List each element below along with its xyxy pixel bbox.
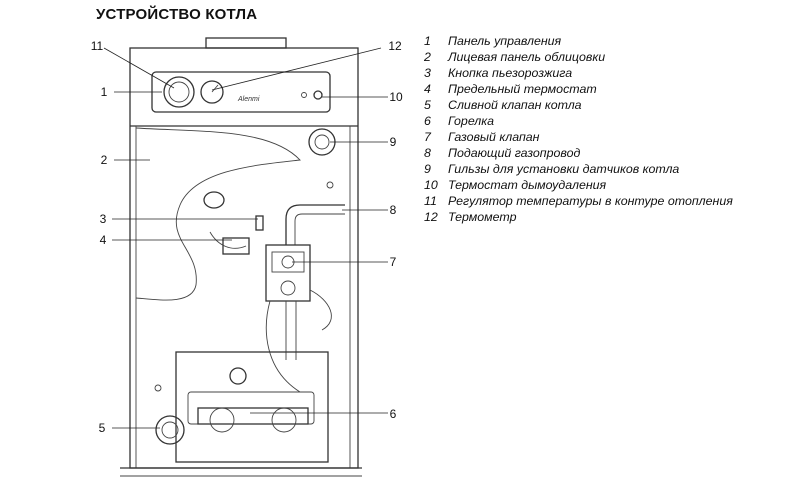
limit-thermostat [222, 237, 250, 255]
callout-6: 6 [390, 407, 397, 421]
gas-valve [265, 244, 332, 393]
leader-lines [103, 47, 388, 429]
legend-text: Регулятор температуры в контуре отоплени… [448, 194, 733, 208]
legend-number: 3 [424, 66, 431, 80]
callout-3: 3 [100, 212, 107, 226]
legend-number: 11 [424, 194, 437, 208]
legend-item: 9 Гильзы для установки датчиков котла [424, 161, 748, 177]
callout-12: 12 [388, 39, 402, 53]
legend-item: 3 Кнопка пьезорозжига [424, 65, 748, 81]
brand-logo: Alenmi [237, 96, 260, 103]
legend-item: 2 Лицевая панель облицовки [424, 49, 748, 65]
legend-item: 1 Панель управления [424, 33, 748, 49]
callout-7: 7 [390, 255, 397, 269]
legend-text: Горелка [448, 114, 495, 128]
diagram-title: УСТРОЙСТВО КОТЛА [96, 6, 258, 23]
legend-number: 5 [424, 98, 431, 112]
boiler-body [120, 37, 362, 477]
legend-item: 6 Горелка [424, 113, 748, 129]
legend-item: 12 Термометр [424, 209, 748, 225]
legend-item: 5 Сливной клапан котла [424, 97, 748, 113]
legend-number: 9 [424, 162, 431, 176]
callout-1: 1 [101, 85, 108, 99]
legend-text: Подающий газопровод [448, 146, 581, 160]
callout-9: 9 [390, 135, 397, 149]
callout-5: 5 [99, 421, 106, 435]
callout-4: 4 [100, 233, 107, 247]
sensor-sleeves [308, 128, 336, 189]
legend-number: 12 [424, 210, 438, 224]
legend-item: 4 Предельный термостат [424, 81, 748, 97]
callout-8: 8 [390, 203, 397, 217]
legend-text: Термостат дымоудаления [448, 178, 607, 192]
legend-text: Газовый клапан [448, 130, 540, 144]
legend-text: Гильзы для установки датчиков котла [448, 162, 680, 176]
legend-number: 8 [424, 146, 431, 160]
legend-text: Термометр [448, 210, 517, 224]
legend-number: 2 [424, 50, 431, 64]
callout-11: 11 [91, 39, 104, 53]
legend-number: 7 [424, 130, 431, 144]
legend-number: 1 [424, 34, 431, 48]
gas-supply-pipe [285, 204, 345, 245]
legend-text: Лицевая панель облицовки [448, 50, 606, 64]
callout-2: 2 [101, 153, 108, 167]
callout-10: 10 [389, 90, 403, 104]
legend-item: 8 Подающий газопровод [424, 145, 748, 161]
legend-text: Кнопка пьезорозжига [448, 66, 573, 80]
legend-text: Панель управления [448, 34, 562, 48]
inspection-window [203, 191, 225, 209]
front-cladding-outline [135, 127, 301, 301]
control-panel: Alenmi [151, 71, 331, 113]
burner-compartment [175, 351, 329, 463]
drain-valve [154, 384, 185, 445]
legend-text: Сливной клапан котла [448, 98, 582, 112]
piezo-button [255, 215, 264, 231]
legend-list: 1 Панель управления 2 Лицевая панель облицо… [424, 33, 748, 225]
legend-item: 7 Газовый клапан [424, 129, 748, 145]
legend-item: 11 Регулятор температуры в контуре отопле… [424, 193, 748, 209]
legend-number: 4 [424, 82, 431, 96]
legend-text: Предельный термостат [448, 82, 597, 96]
legend-number: 6 [424, 114, 431, 128]
legend-number: 10 [424, 178, 438, 192]
legend-item: 10 Термостат дымоудаления [424, 177, 748, 193]
